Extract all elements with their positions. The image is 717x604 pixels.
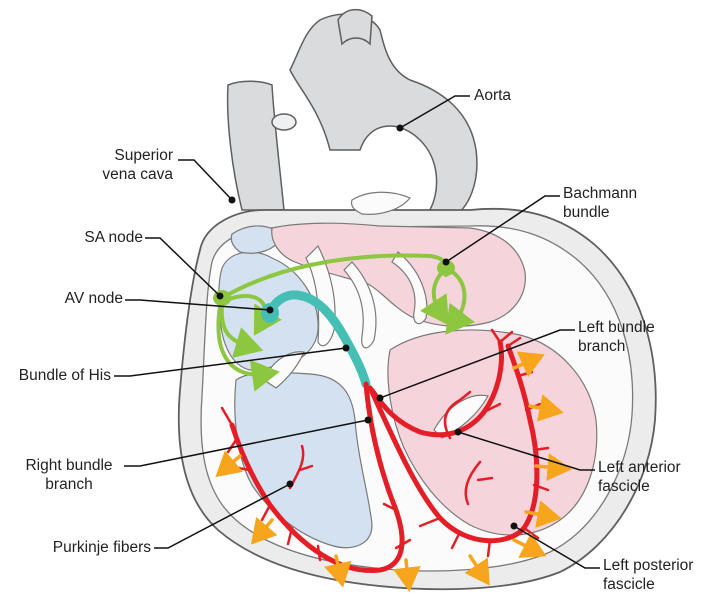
label-left-bundle-branch: Left bundle branch: [578, 318, 655, 356]
great-vessels: [228, 10, 477, 218]
label-right-bundle-branch: Right bundle branch: [16, 456, 122, 494]
label-superior-vena-cava: Superior vena cava: [102, 146, 173, 184]
aorta-arch: [290, 14, 477, 218]
label-av-node: AV node: [65, 289, 123, 308]
leader-svc: [178, 160, 232, 200]
pulmonary-vein-opening: [272, 114, 296, 130]
label-left-posterior-fascicle: Left posterior fascicle: [603, 556, 693, 594]
label-bachmann-bundle: Bachmann bundle: [563, 184, 637, 222]
label-aorta: Aorta: [474, 86, 511, 105]
label-bundle-of-his: Bundle of His: [19, 366, 111, 385]
label-sa-node: SA node: [84, 228, 143, 247]
label-purkinje-fibers: Purkinje fibers: [53, 538, 151, 557]
label-left-anterior-fascicle: Left anterior fascicle: [598, 458, 681, 496]
superior-vena-cava: [228, 81, 284, 210]
